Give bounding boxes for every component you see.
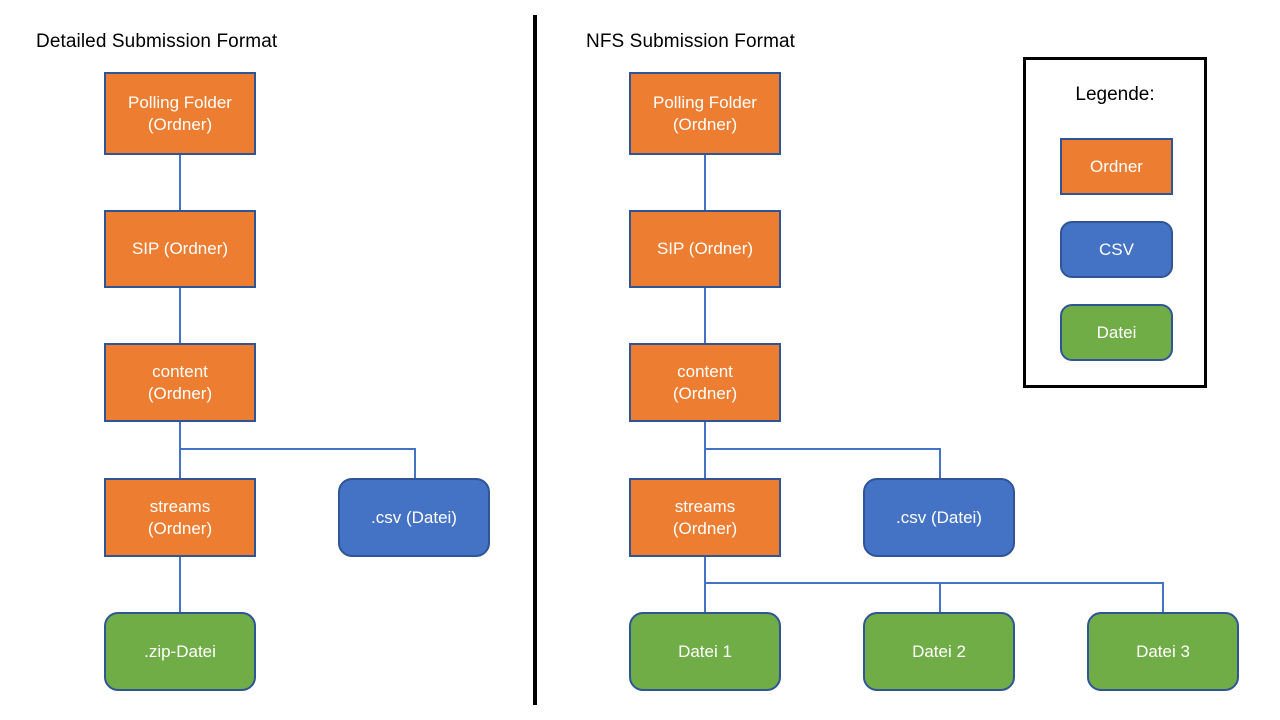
node-streams-left[interactable]: streams (Ordner) bbox=[104, 478, 256, 557]
node-label: Datei 1 bbox=[678, 641, 732, 661]
connector-content-to-bus bbox=[179, 422, 181, 478]
node-datei-2[interactable]: Datei 2 bbox=[863, 612, 1015, 691]
node-label: streams (Ordner) bbox=[147, 497, 213, 538]
connector-polling-to-sip-nfs bbox=[704, 155, 706, 210]
legend-panel: Legende: Ordner CSV Datei bbox=[1023, 57, 1207, 388]
node-label: .csv (Datei) bbox=[371, 507, 457, 527]
connector-content-bus bbox=[179, 448, 416, 450]
node-label: Datei 2 bbox=[912, 641, 966, 661]
connector-bus-to-csv-nfs bbox=[939, 448, 941, 478]
node-label: SIP (Ordner) bbox=[656, 239, 754, 259]
node-zip-left[interactable]: .zip-Datei bbox=[104, 612, 256, 691]
node-label: content (Ordner) bbox=[147, 362, 213, 403]
node-label: Datei 3 bbox=[1136, 641, 1190, 661]
connector-content-bus-nfs bbox=[704, 448, 941, 450]
connector-bus-to-datei-3 bbox=[1162, 582, 1164, 613]
left-panel-title: Detailed Submission Format bbox=[36, 31, 278, 52]
connector-bus-to-datei-2 bbox=[939, 582, 941, 613]
connector-streams-to-bus-nfs bbox=[704, 557, 706, 613]
legend-label: Ordner bbox=[1090, 156, 1143, 176]
connector-streams-bus-nfs bbox=[704, 582, 1164, 584]
connector-polling-to-sip bbox=[179, 155, 181, 210]
node-label: Polling Folder (Ordner) bbox=[653, 93, 757, 134]
node-csv-right[interactable]: .csv (Datei) bbox=[863, 478, 1015, 557]
right-panel-title: NFS Submission Format bbox=[586, 31, 796, 52]
node-content-left[interactable]: content (Ordner) bbox=[104, 343, 256, 422]
node-sip-right[interactable]: SIP (Ordner) bbox=[629, 210, 781, 288]
node-polling-folder-left[interactable]: Polling Folder (Ordner) bbox=[104, 72, 256, 155]
legend-title: Legende: bbox=[1075, 84, 1155, 105]
node-label: .zip-Datei bbox=[144, 641, 216, 661]
node-label: streams (Ordner) bbox=[672, 497, 738, 538]
node-csv-left[interactable]: .csv (Datei) bbox=[338, 478, 490, 557]
node-streams-right[interactable]: streams (Ordner) bbox=[629, 478, 781, 557]
connector-sip-to-content-nfs bbox=[704, 288, 706, 343]
node-content-right[interactable]: content (Ordner) bbox=[629, 343, 781, 422]
panel-divider bbox=[533, 15, 537, 705]
node-sip-left[interactable]: SIP (Ordner) bbox=[104, 210, 256, 288]
connector-bus-to-csv bbox=[414, 448, 416, 478]
node-polling-folder-right[interactable]: Polling Folder (Ordner) bbox=[629, 72, 781, 155]
node-datei-1[interactable]: Datei 1 bbox=[629, 612, 781, 691]
connector-content-to-bus-nfs bbox=[704, 422, 706, 478]
node-label: .csv (Datei) bbox=[896, 507, 982, 527]
node-label: content (Ordner) bbox=[672, 362, 738, 403]
connector-streams-to-zip bbox=[179, 557, 181, 612]
node-label: SIP (Ordner) bbox=[131, 239, 229, 259]
legend-swatch-csv[interactable]: CSV bbox=[1060, 221, 1173, 278]
node-datei-3[interactable]: Datei 3 bbox=[1087, 612, 1239, 691]
legend-swatch-datei[interactable]: Datei bbox=[1060, 304, 1173, 361]
legend-swatch-ordner[interactable]: Ordner bbox=[1060, 138, 1173, 195]
connector-sip-to-content bbox=[179, 288, 181, 343]
node-label: Polling Folder (Ordner) bbox=[128, 93, 232, 134]
legend-label: Datei bbox=[1096, 322, 1137, 342]
legend-label: CSV bbox=[1099, 239, 1134, 259]
